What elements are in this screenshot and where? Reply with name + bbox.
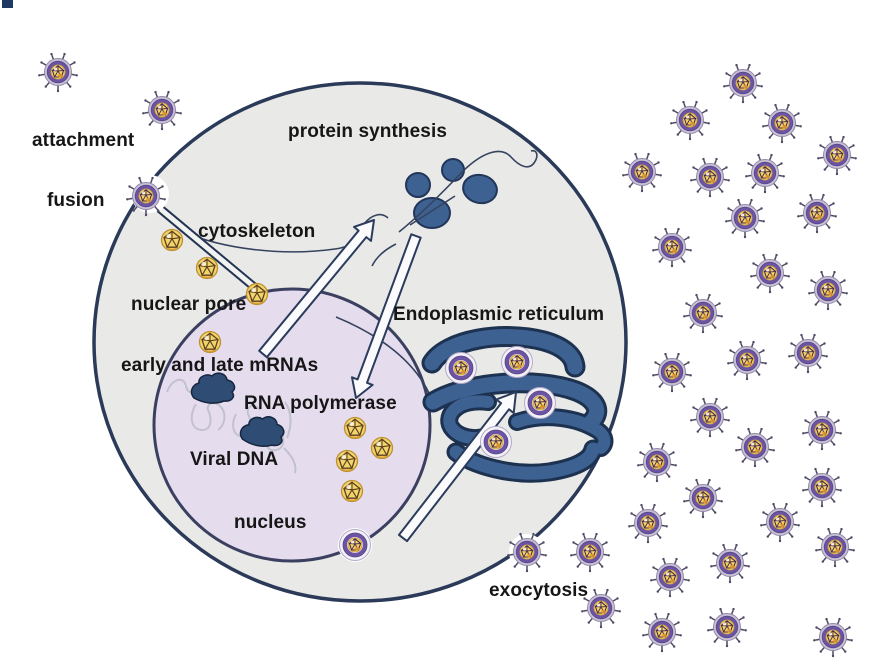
cytoskeleton-track [149, 198, 262, 295]
naked-capsid-icon [195, 256, 219, 280]
spiked-virion-icon [637, 443, 677, 482]
spiked-virion-icon [707, 608, 747, 647]
naked-capsid-icon [198, 330, 222, 354]
corner-square [2, 0, 13, 8]
enveloped-virion-icon [446, 353, 477, 384]
spiked-virion-icon [808, 271, 848, 310]
mrna-thread [409, 195, 456, 226]
arrow-protein-import [351, 233, 422, 399]
spiked-virion-icon [745, 154, 785, 193]
spiked-virion-icon [650, 558, 690, 597]
spiked-virion-icon [802, 468, 842, 507]
spiked-virion-icon [797, 194, 837, 233]
enveloped-virion-icon [525, 388, 556, 419]
spiked-virion-icon [762, 104, 802, 143]
label-early-late-mrnas: early and late mRNAs [121, 355, 319, 376]
spiked-virion-icon [38, 53, 78, 92]
spiked-virion-icon [815, 528, 855, 567]
label-protein-synthesis: protein synthesis [288, 121, 448, 142]
spiked-virion-icon [570, 533, 610, 572]
spiked-virion-icon [642, 613, 682, 652]
spiked-virion-icon [725, 199, 765, 238]
label-nuclear-pore: nuclear pore [131, 294, 247, 315]
filament [371, 243, 397, 267]
label-endoplasmic-reticulum: Endoplasmic reticulum [393, 304, 605, 325]
mrna-thread [462, 149, 538, 172]
spiked-virion-icon [652, 353, 692, 392]
naked-capsid-icon [370, 436, 394, 460]
naked-capsid-icon [160, 228, 184, 252]
spiked-virion-icon [690, 158, 730, 197]
spiked-virion-icon [788, 334, 828, 373]
label-rna-polymerase: RNA polymerase [244, 393, 397, 414]
enveloped-virion-icon [502, 347, 533, 378]
label-cytoskeleton: cytoskeleton [198, 221, 316, 242]
spiked-virion-icon [683, 294, 723, 333]
enveloped-virion-icon [340, 530, 371, 561]
mrna-thread [398, 170, 464, 233]
label-exocytosis: exocytosis [489, 580, 589, 601]
spiked-virion-icon [817, 136, 857, 175]
ribosomes [405, 158, 498, 229]
nuclear-filament [335, 316, 430, 394]
spiked-virion-icon [727, 341, 767, 380]
label-nucleus: nucleus [234, 512, 307, 533]
enveloped-virion-icon [481, 427, 512, 458]
label-fusion: fusion [47, 190, 105, 211]
spiked-virion-icon [735, 428, 775, 467]
naked-capsid-icon [343, 416, 367, 440]
spiked-virion-icon [813, 618, 853, 657]
label-viral-dna: Viral DNA [190, 449, 279, 470]
spiked-virion-icon [622, 153, 662, 192]
spiked-virion-icon [652, 228, 692, 267]
spiked-virion-icon [683, 479, 723, 518]
spiked-virion-icon [690, 398, 730, 437]
spiked-virion-icon [723, 64, 763, 103]
spiked-virion-icon [710, 544, 750, 583]
naked-capsid-icon [245, 282, 269, 306]
naked-capsid-icon [335, 449, 359, 473]
spiked-virion-icon [750, 254, 790, 293]
spiked-virion-icon [670, 101, 710, 140]
spiked-virion-icon [760, 503, 800, 542]
label-attachment: attachment [32, 130, 135, 151]
arrow-mrna-export [258, 219, 375, 359]
spiked-virion-icon [628, 504, 668, 543]
spiked-virion-icon [142, 91, 182, 130]
spiked-virion-icon [802, 411, 842, 450]
naked-capsid-icon [340, 479, 364, 503]
